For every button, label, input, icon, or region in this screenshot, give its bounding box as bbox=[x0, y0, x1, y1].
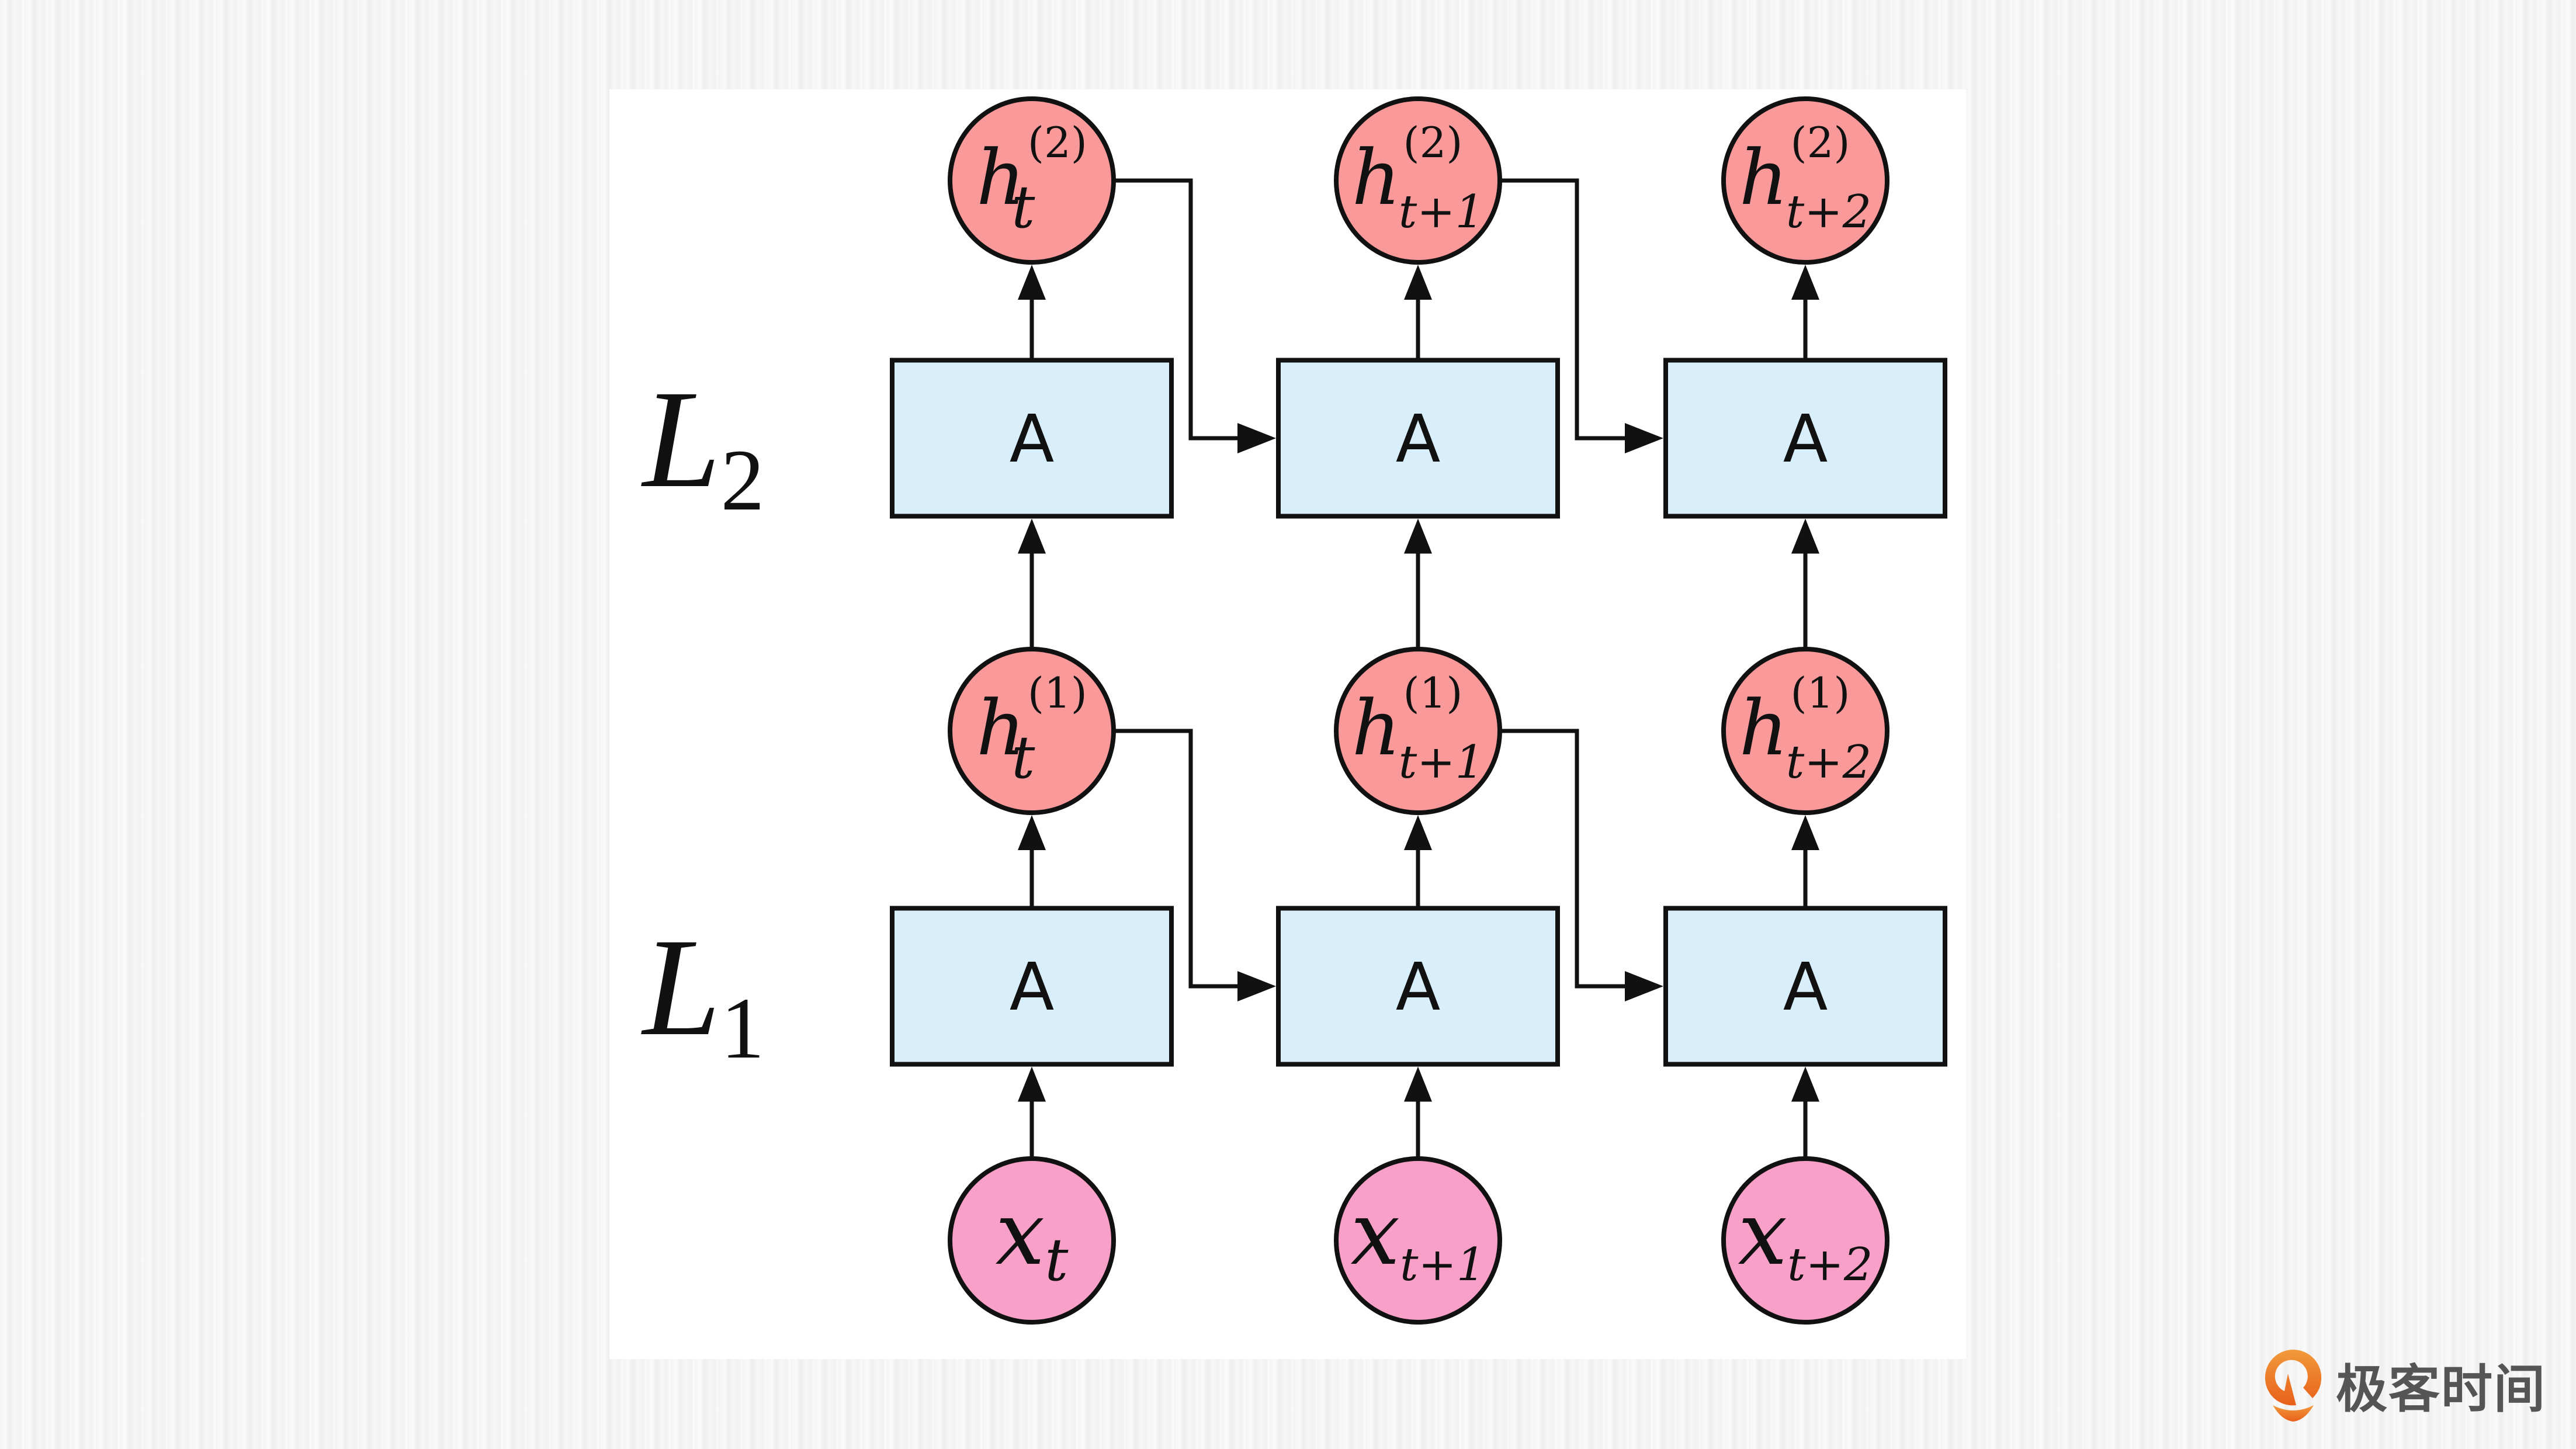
arrow-h1-to-l2-2 bbox=[1791, 518, 1819, 554]
recurrent-edge-h2-0 bbox=[1114, 178, 1240, 441]
node-h1-2-circle bbox=[1721, 647, 1889, 815]
node-x-2-circle bbox=[1721, 1156, 1889, 1325]
cell-l1-0: A bbox=[890, 906, 1174, 1067]
node-x-0-label: xt bbox=[996, 1183, 1069, 1294]
cell-l2-0: A bbox=[890, 358, 1174, 519]
node-h1-2-label: h(1)t+2 bbox=[1739, 668, 1871, 789]
arrow-h1-to-l2-1 bbox=[1404, 518, 1432, 554]
node-x-0-circle bbox=[948, 1156, 1116, 1325]
node-h2-0-label: h(2)t bbox=[976, 118, 1087, 241]
arrow-l2-to-h2-0 bbox=[1018, 265, 1046, 300]
arrow-l1-to-h1-0 bbox=[1018, 815, 1046, 850]
cell-l2-1-label: A bbox=[1396, 401, 1441, 477]
arrow-l1-to-h1-2 bbox=[1791, 815, 1819, 850]
node-h1-2: h(1)t+2 bbox=[1721, 647, 1889, 815]
cell-l1-1: A bbox=[1276, 906, 1560, 1067]
node-x-1-circle bbox=[1334, 1156, 1502, 1325]
cell-l1-0-label: A bbox=[1010, 949, 1055, 1025]
arrow-l2-to-h2-2 bbox=[1791, 265, 1819, 300]
arrow-x-to-l1-0 bbox=[1018, 1066, 1046, 1102]
cell-l2-2: A bbox=[1663, 358, 1947, 519]
node-h2-2-circle bbox=[1721, 96, 1889, 265]
arrow-x-to-l1-2 bbox=[1791, 1066, 1819, 1102]
recurrent-arrow-h2-0 bbox=[1237, 423, 1276, 453]
cell-l2-2-label: A bbox=[1783, 401, 1828, 477]
node-h2-2: h(2)t+2 bbox=[1721, 96, 1889, 265]
cell-l2-0-rect bbox=[890, 358, 1174, 519]
cell-l2-1: A bbox=[1276, 358, 1560, 519]
cell-l2-0-label: A bbox=[1010, 401, 1055, 477]
cell-l1-1-rect bbox=[1276, 906, 1560, 1067]
node-h2-2-label: h(2)t+2 bbox=[1739, 118, 1871, 238]
node-h1-0: h(1)t bbox=[948, 647, 1116, 815]
arrow-x-to-l1-1 bbox=[1404, 1066, 1432, 1102]
brand-name: 极客时间 bbox=[2336, 1358, 2547, 1419]
node-h1-1: h(1)t+1 bbox=[1334, 647, 1502, 815]
arrow-h1-to-l2-0 bbox=[1018, 518, 1046, 554]
cell-l1-2: A bbox=[1663, 906, 1947, 1067]
arrow-l2-to-h2-1 bbox=[1404, 265, 1432, 300]
cell-l1-2-label: A bbox=[1783, 949, 1828, 1025]
node-h2-0: h(2)t bbox=[948, 96, 1116, 265]
node-h2-1-label: h(2)t+1 bbox=[1352, 118, 1484, 238]
cell-l2-2-rect bbox=[1663, 358, 1947, 519]
brand-logo: 极客时间 bbox=[2261, 1344, 2546, 1426]
node-h2-0-circle bbox=[948, 96, 1116, 265]
node-x-0: xt bbox=[948, 1156, 1116, 1325]
node-h2-1: h(2)t+1 bbox=[1334, 96, 1502, 265]
recurrent-arrow-h1-1 bbox=[1625, 971, 1663, 1001]
cell-l1-2-rect bbox=[1663, 906, 1947, 1067]
recurrent-arrow-h1-0 bbox=[1237, 971, 1276, 1001]
cell-l2-1-rect bbox=[1276, 358, 1560, 519]
layer-label-L1: L1 bbox=[641, 909, 764, 1077]
arrow-l1-to-h1-1 bbox=[1404, 815, 1432, 850]
node-h1-0-circle bbox=[948, 647, 1116, 815]
node-h1-1-label: h(1)t+1 bbox=[1352, 668, 1484, 789]
node-h2-1-circle bbox=[1334, 96, 1502, 265]
node-h1-0-label: h(1)t bbox=[976, 668, 1087, 792]
node-x-2: xt+2 bbox=[1721, 1156, 1889, 1325]
cell-l1-0-rect bbox=[890, 906, 1174, 1067]
recurrent-edge-h2-1 bbox=[1500, 178, 1627, 441]
recurrent-edge-h1-0 bbox=[1114, 729, 1240, 989]
node-x-2-label: xt+2 bbox=[1738, 1183, 1873, 1291]
recurrent-arrow-h2-1 bbox=[1625, 423, 1663, 453]
node-x-1: xt+1 bbox=[1334, 1156, 1502, 1325]
node-h1-1-circle bbox=[1334, 647, 1502, 815]
cell-l1-1-label: A bbox=[1396, 949, 1441, 1025]
recurrent-edge-h1-1 bbox=[1500, 729, 1627, 989]
layer-label-L2: L2 bbox=[641, 361, 764, 529]
geektime-logo-icon bbox=[2265, 1349, 2322, 1422]
node-x-1-label: xt+1 bbox=[1351, 1183, 1486, 1291]
